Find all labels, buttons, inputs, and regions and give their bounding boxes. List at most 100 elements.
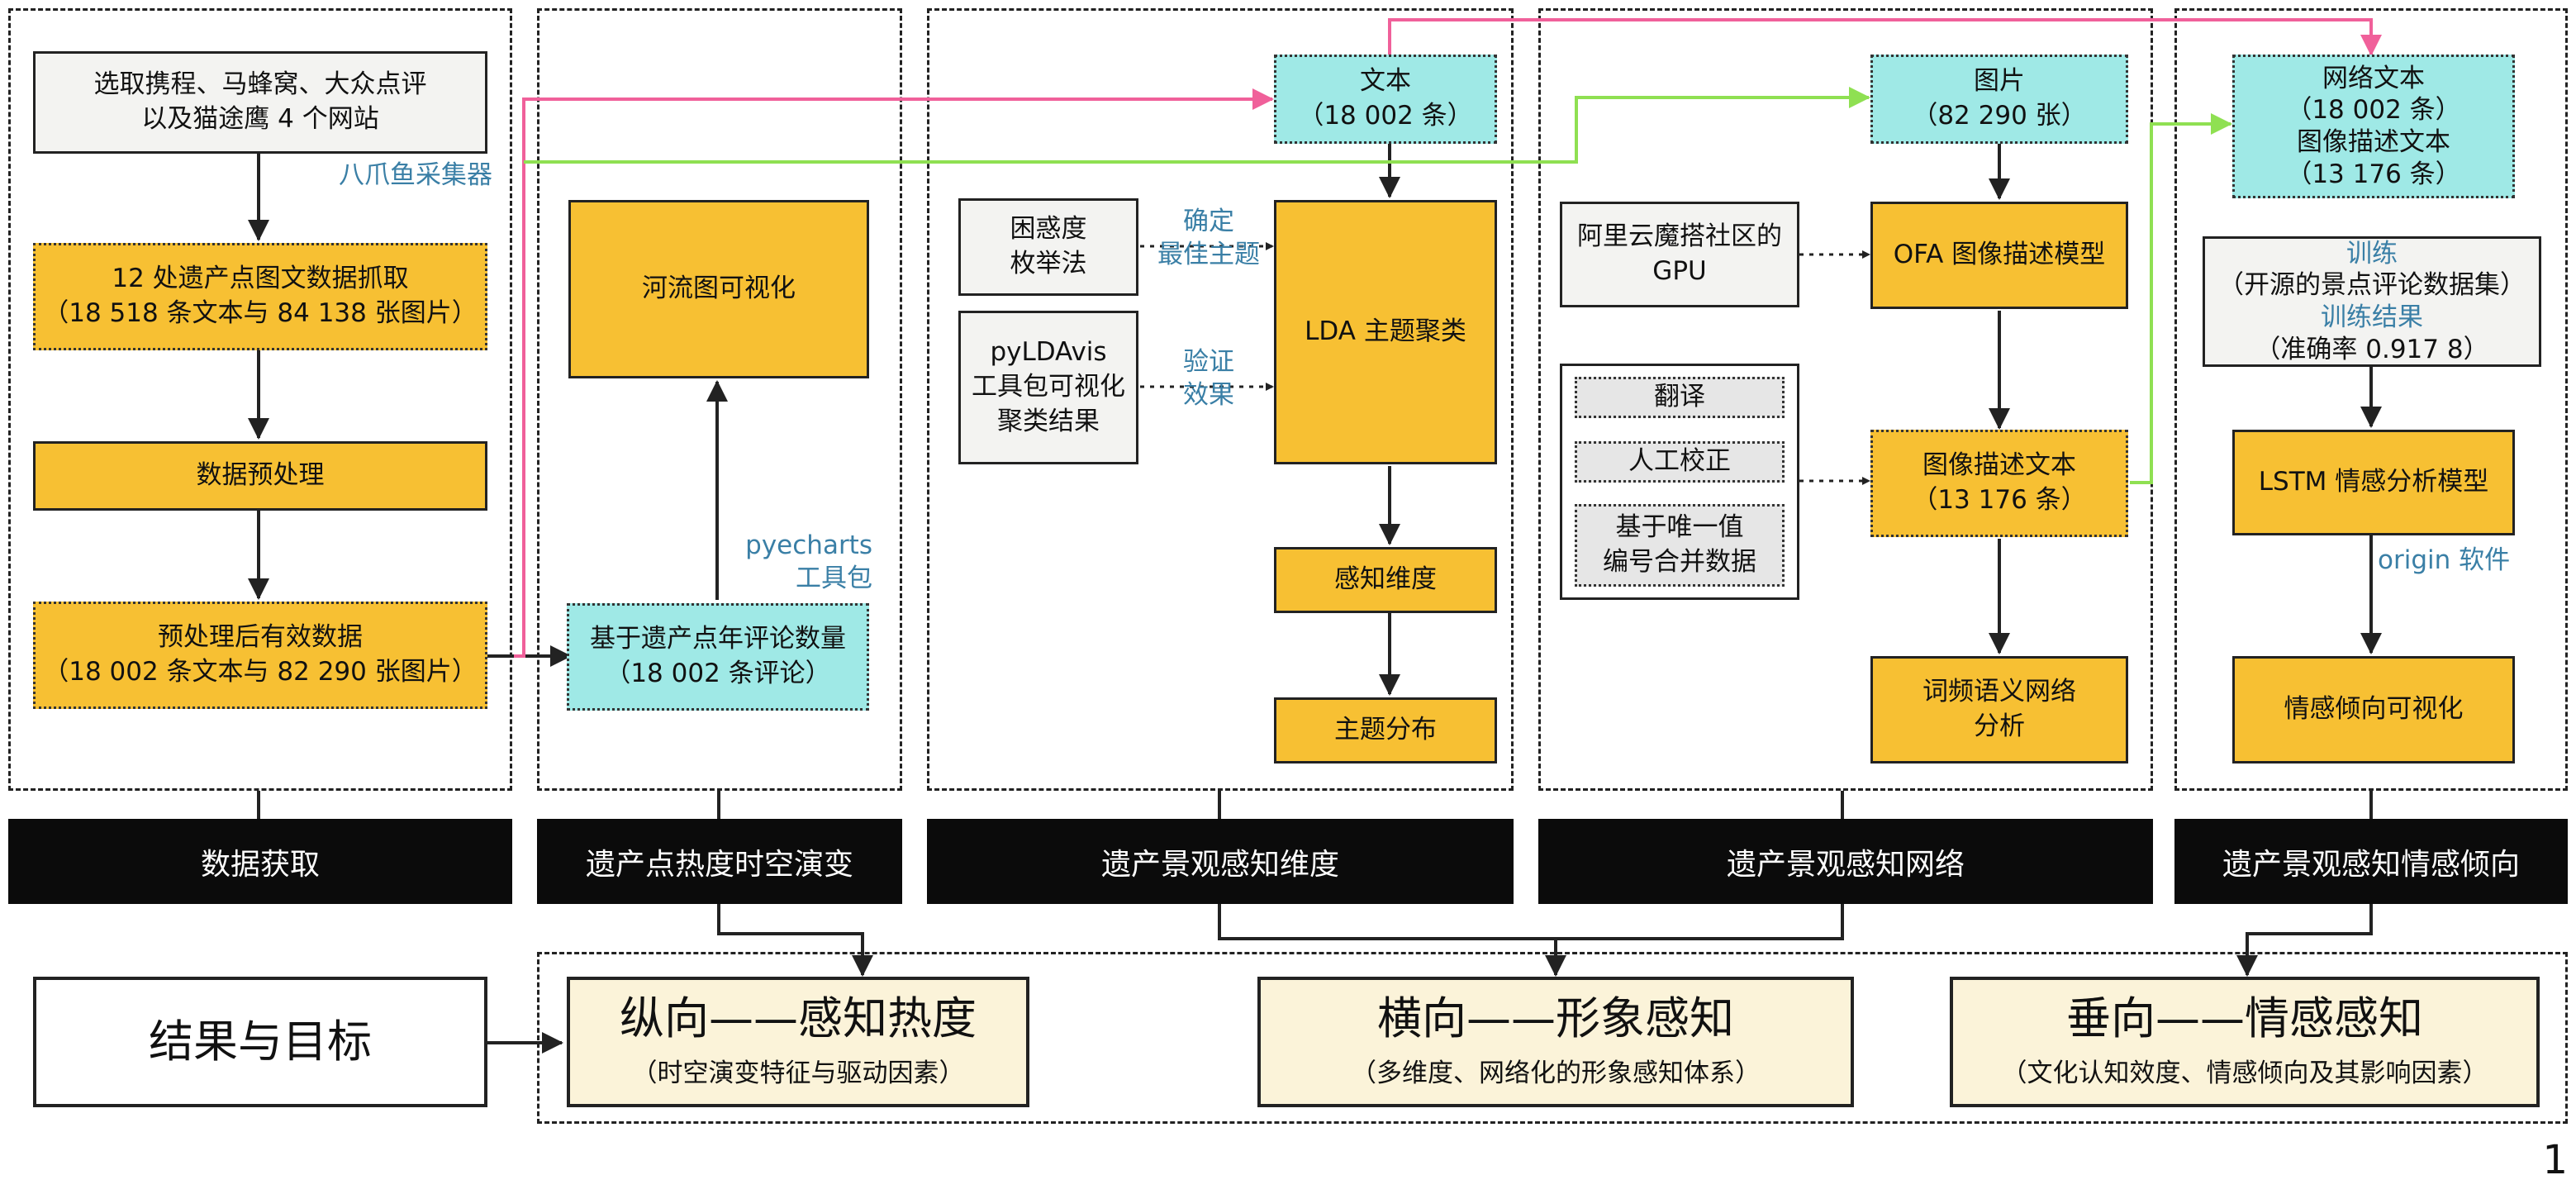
valid-data-line-1: 预处理后有效数据 <box>158 622 363 653</box>
caption-text-line-2: （13 176 条） <box>1912 485 2087 515</box>
panel-spatiotemporal <box>537 8 902 791</box>
goal-2-title: 横向——形象感知 <box>1377 992 1734 1044</box>
manual-box: 人工校正 <box>1575 441 1785 483</box>
pyecharts-line-2: 工具包 <box>796 564 872 594</box>
merge-box: 基于唯一值 编号合并数据 <box>1575 504 1785 587</box>
lda-box: LDA 主题聚类 <box>1274 200 1497 464</box>
verify-line-1: 验证 <box>1183 347 1234 377</box>
semantic-network-box: 词频语义网络 分析 <box>1870 656 2128 763</box>
determine-line-2: 最佳主题 <box>1157 240 1260 270</box>
crawl-box: 12 处遗产点图文数据抓取 （18 518 条文本与 84 138 张图片） <box>33 243 487 350</box>
training-box: 训练 （开源的景点评论数据集） 训练结果 （准确率 0.917 8） <box>2203 236 2541 367</box>
stage-4-label: 遗产景观感知网络 <box>1726 847 1965 882</box>
valid-data-line-2: （18 002 条文本与 82 290 张图片） <box>43 657 478 687</box>
emotion-vis-box: 情感倾向可视化 <box>2232 656 2515 763</box>
web-text-line-1: 网络文本 <box>2322 63 2425 93</box>
merge-line-1: 基于唯一值 <box>1615 512 1744 543</box>
dataset-text: （开源的景点评论数据集） <box>2218 270 2526 301</box>
stage-perception-dimension: 遗产景观感知维度 <box>927 819 1514 904</box>
valid-data-box: 预处理后有效数据 （18 002 条文本与 82 290 张图片） <box>33 602 487 709</box>
pyldavis-line-2: 工具包可视化 <box>972 372 1125 402</box>
select-sites-line-2: 以及猫途鹰 4 个网站 <box>141 104 379 134</box>
gpu-line-1: 阿里云魔搭社区的 <box>1577 221 1782 252</box>
topic-text: 主题分布 <box>1334 715 1437 745</box>
goal-3-title: 垂向——情感感知 <box>2066 992 2423 1044</box>
collector-label: 八爪鱼采集器 <box>297 159 492 192</box>
manual-text: 人工校正 <box>1628 446 1731 477</box>
web-text-line-2: （18 002 条） <box>2286 95 2461 126</box>
gpu-box: 阿里云魔搭社区的 GPU <box>1560 202 1799 307</box>
semantic-line-2: 分析 <box>1974 711 2025 741</box>
origin-label: origin 软件 <box>2378 544 2543 577</box>
lstm-text: LSTM 情感分析模型 <box>2258 467 2489 497</box>
emotion-vis-text: 情感倾向可视化 <box>2284 694 2464 725</box>
web-text-line-4: （13 176 条） <box>2286 159 2461 189</box>
river-chart-box: 河流图可视化 <box>568 200 869 378</box>
crawl-line-1: 12 处遗产点图文数据抓取 <box>112 264 409 294</box>
goal-1-title: 纵向——感知热度 <box>620 992 977 1044</box>
select-sites-box: 选取携程、马蜂窝、大众点评 以及猫途鹰 4 个网站 <box>33 51 487 154</box>
translate-text: 翻译 <box>1654 382 1705 412</box>
origin-text: origin 软件 <box>2378 545 2511 575</box>
stage-perception-network: 遗产景观感知网络 <box>1538 819 2153 904</box>
goal-vertical-heat: 纵向——感知热度 （时空演变特征与驱动因素） <box>567 977 1029 1107</box>
preprocess-text: 数据预处理 <box>196 460 325 491</box>
perplexity-box: 困惑度 枚举法 <box>958 198 1138 296</box>
image-source-box: 图片 （82 290 张） <box>1870 55 2128 144</box>
image-source-line-1: 图片 <box>1974 66 2025 97</box>
text-source-box: 文本 （18 002 条） <box>1274 55 1497 144</box>
text-source-line-1: 文本 <box>1360 66 1411 97</box>
goal-emotional: 垂向——情感感知 （文化认知效度、情感倾向及其影响因素） <box>1950 977 2540 1107</box>
stage-5-label: 遗产景观感知情感倾向 <box>2222 847 2520 882</box>
stage-spatiotemporal: 遗产点热度时空演变 <box>537 819 902 904</box>
panel-perception-dimension <box>927 8 1514 791</box>
perplexity-line-2: 枚举法 <box>1010 249 1087 278</box>
train-result-label: 训练结果 <box>2321 302 2423 332</box>
goal-horizontal-image: 横向——形象感知 （多维度、网络化的形象感知体系） <box>1257 977 1854 1107</box>
web-text-box: 网络文本 （18 002 条） 图像描述文本 （13 176 条） <box>2232 55 2515 198</box>
lstm-box: LSTM 情感分析模型 <box>2232 430 2515 535</box>
caption-text-line-1: 图像描述文本 <box>1922 450 2076 481</box>
image-source-line-2: （82 290 张） <box>1912 101 2087 131</box>
caption-text-box: 图像描述文本 （13 176 条） <box>1870 430 2128 537</box>
topic-box: 主题分布 <box>1274 697 1497 763</box>
dimension-text: 感知维度 <box>1334 564 1437 595</box>
determine-label: 确定 最佳主题 <box>1148 205 1269 272</box>
annual-reviews-line-2: （18 002 条评论） <box>605 659 831 688</box>
merge-line-2: 编号合并数据 <box>1603 547 1756 577</box>
accuracy-text: （准确率 0.917 8） <box>2255 334 2489 364</box>
verify-label: 验证 效果 <box>1148 345 1269 412</box>
panel-emotion <box>2174 8 2568 791</box>
annual-reviews-line-1: 基于遗产点年评论数量 <box>590 624 846 654</box>
stage-2-label: 遗产点热度时空演变 <box>585 847 853 882</box>
goal-3-subtitle: （文化认知效度、情感倾向及其影响因素） <box>2001 1058 2488 1089</box>
perplexity-line-1: 困惑度 <box>1010 214 1087 245</box>
results-label-text: 结果与目标 <box>149 1015 372 1068</box>
collector-text: 八爪鱼采集器 <box>339 160 492 190</box>
annual-reviews-box: 基于遗产点年评论数量 （18 002 条评论） <box>567 603 869 711</box>
semantic-line-1: 词频语义网络 <box>1922 677 2076 707</box>
pyldavis-box: pyLDAvis 工具包可视化 聚类结果 <box>958 311 1138 464</box>
goal-1-subtitle: （时空演变特征与驱动因素） <box>631 1058 965 1089</box>
ofa-text: OFA 图像描述模型 <box>1893 240 2106 270</box>
panel-goals <box>537 952 2568 1124</box>
pyecharts-label: pyecharts 工具包 <box>711 529 872 596</box>
web-text-line-3: 图像描述文本 <box>2297 127 2450 157</box>
pyldavis-line-1: pyLDAvis <box>990 337 1107 368</box>
pyldavis-line-3: 聚类结果 <box>997 406 1100 436</box>
preprocess-box: 数据预处理 <box>33 441 487 511</box>
verify-line-2: 效果 <box>1183 380 1234 411</box>
select-sites-line-1: 选取携程、马蜂窝、大众点评 <box>93 69 427 100</box>
stage-data-acquisition: 数据获取 <box>8 819 512 904</box>
goal-2-subtitle: （多维度、网络化的形象感知体系） <box>1351 1058 1761 1089</box>
translate-box: 翻译 <box>1575 377 1785 418</box>
results-label-box: 结果与目标 <box>33 977 487 1107</box>
stage-emotion: 遗产景观感知情感倾向 <box>2174 819 2568 904</box>
dimension-box: 感知维度 <box>1274 547 1497 613</box>
train-label: 训练 <box>2346 238 2398 269</box>
lda-text: LDA 主题聚类 <box>1305 316 1466 347</box>
text-source-line-2: （18 002 条） <box>1298 101 1473 131</box>
crawl-line-2: （18 518 条文本与 84 138 张图片） <box>43 298 478 328</box>
river-chart-text: 河流图可视化 <box>642 274 796 304</box>
